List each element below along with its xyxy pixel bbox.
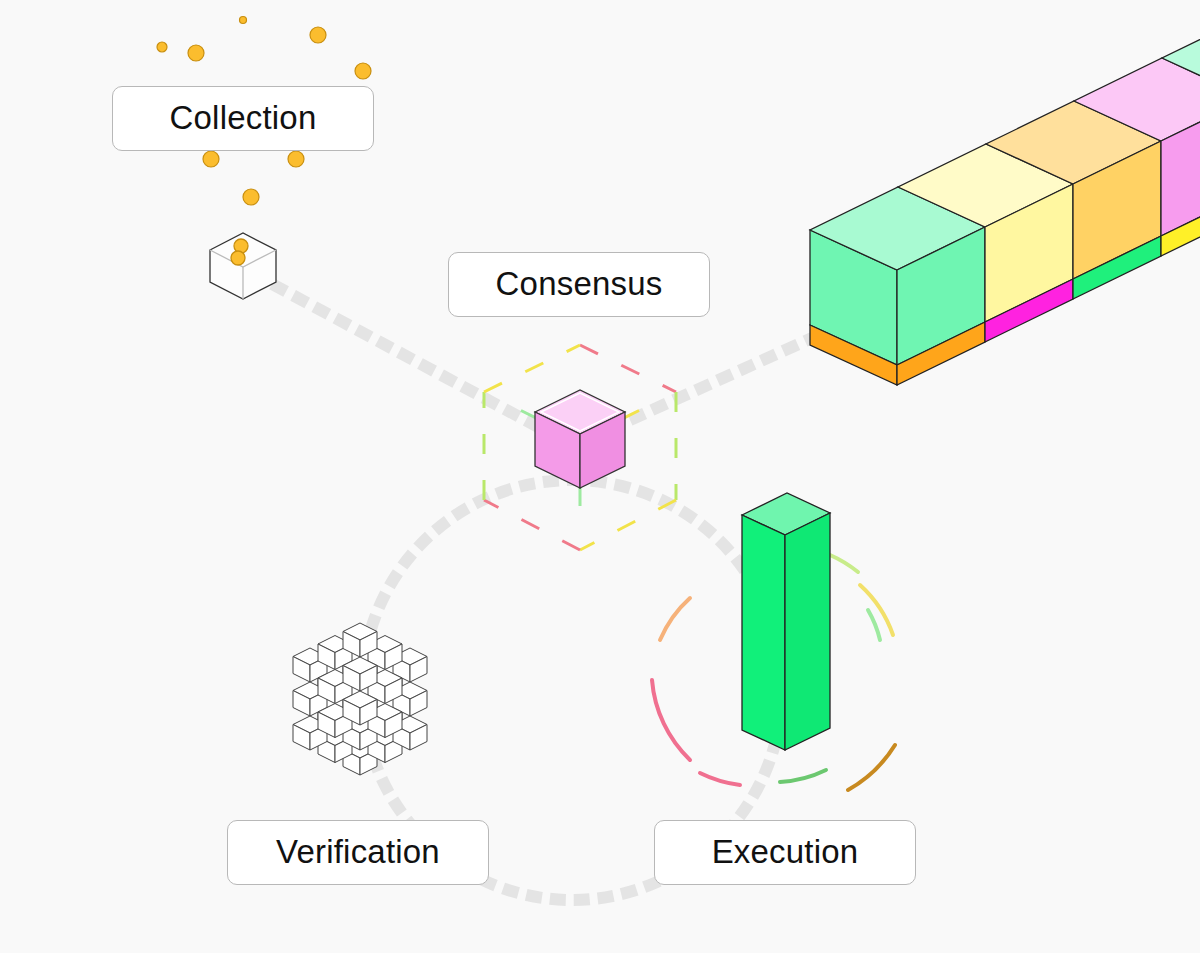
ring-arc bbox=[660, 598, 690, 640]
block-face bbox=[1161, 98, 1200, 236]
dot bbox=[203, 151, 219, 167]
small-cube bbox=[343, 691, 377, 725]
cube-right bbox=[410, 691, 427, 717]
dot bbox=[157, 42, 167, 52]
block-chain bbox=[810, 15, 1200, 385]
cube-right bbox=[360, 666, 377, 692]
cube-left bbox=[293, 691, 310, 717]
stage-label: Verification bbox=[276, 833, 440, 871]
dot bbox=[240, 17, 247, 24]
cube-left bbox=[318, 712, 335, 738]
cube-left bbox=[343, 666, 360, 692]
cube-left bbox=[293, 725, 310, 751]
frame-dash bbox=[580, 345, 676, 392]
cube-edge bbox=[210, 250, 276, 267]
block-strip bbox=[810, 325, 897, 385]
cube-left bbox=[293, 657, 310, 683]
cube-highlight bbox=[541, 393, 619, 431]
stage-label-box: Verification bbox=[227, 820, 489, 885]
cube-edge bbox=[242, 267, 243, 299]
frame-dash bbox=[484, 345, 580, 392]
small-cube bbox=[343, 623, 377, 657]
block-strip bbox=[1073, 236, 1161, 299]
cube-right bbox=[360, 632, 377, 658]
stage-label: Execution bbox=[712, 833, 859, 871]
cube-right bbox=[385, 712, 402, 738]
block-top bbox=[1074, 58, 1200, 141]
ring-arc bbox=[780, 770, 826, 782]
dot bbox=[231, 251, 245, 265]
execution-bar bbox=[742, 493, 830, 750]
block-top bbox=[1162, 15, 1200, 98]
dot bbox=[188, 45, 204, 61]
ring-arc bbox=[848, 745, 895, 790]
cube-right bbox=[410, 657, 427, 683]
frame-dash bbox=[484, 500, 580, 550]
cube-left bbox=[343, 700, 360, 726]
dot bbox=[310, 27, 326, 43]
cube-right bbox=[580, 412, 625, 488]
ring-arc bbox=[830, 555, 858, 572]
dot bbox=[355, 63, 371, 79]
collection-cube bbox=[210, 233, 276, 299]
consensus-frame bbox=[484, 345, 676, 550]
ring-arc bbox=[700, 773, 740, 785]
flow-path bbox=[630, 338, 812, 420]
stage-label-box: Collection bbox=[112, 86, 374, 151]
cube-right bbox=[360, 700, 377, 726]
dot bbox=[288, 151, 304, 167]
cube-outline bbox=[210, 233, 276, 299]
bar-side bbox=[785, 513, 830, 750]
frame-dash bbox=[675, 392, 678, 500]
stage-label-box: Execution bbox=[654, 820, 916, 885]
cube-left bbox=[535, 412, 580, 488]
stage-label: Consensus bbox=[496, 265, 663, 303]
block-strip bbox=[985, 279, 1073, 342]
flow-path bbox=[272, 284, 812, 900]
frame-dash bbox=[483, 392, 486, 500]
dot bbox=[243, 189, 259, 205]
cube-right bbox=[385, 678, 402, 704]
small-cube bbox=[343, 657, 377, 691]
stage-label: Collection bbox=[170, 99, 317, 137]
ring-arc bbox=[868, 610, 880, 640]
bar-front bbox=[742, 515, 785, 750]
verification-cluster bbox=[293, 623, 427, 775]
consensus-cube bbox=[535, 390, 625, 488]
stage-label-box: Consensus bbox=[448, 252, 710, 317]
cube-right bbox=[410, 725, 427, 751]
frame-dash bbox=[580, 500, 676, 550]
cube-left bbox=[318, 644, 335, 670]
block-strip bbox=[1161, 193, 1200, 256]
block-strip bbox=[897, 322, 985, 385]
cube-left bbox=[318, 678, 335, 704]
cube-left bbox=[343, 632, 360, 658]
cube-right bbox=[385, 644, 402, 670]
ring-arc bbox=[652, 680, 690, 760]
